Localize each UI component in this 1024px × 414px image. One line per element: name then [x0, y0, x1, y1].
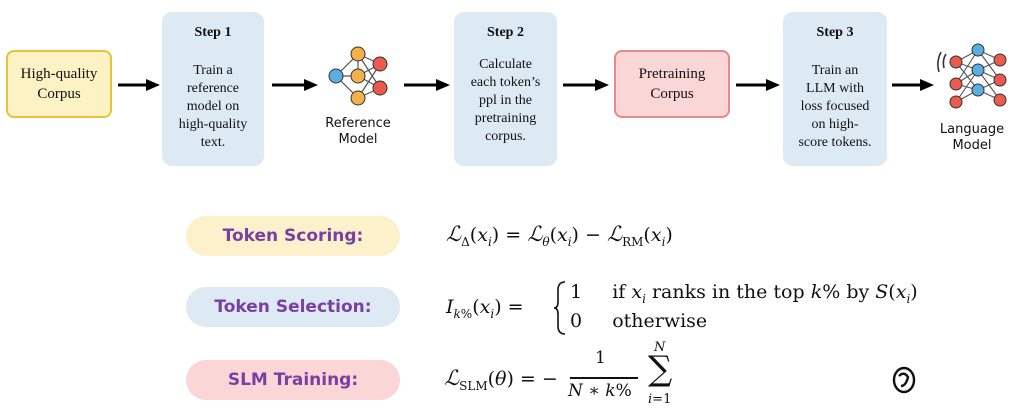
step-2-box: Step 2 Calculate each token’s ppl in the… [454, 12, 557, 166]
token-scoring-pill: Token Scoring: [186, 216, 400, 256]
token-scoring-formula: ℒΔ(xi) = ℒθ(xi) − ℒRM(xi) [446, 222, 673, 249]
high-quality-corpus-box: High-quality Corpus [6, 50, 112, 118]
slm-training-pill: SLM Training: [186, 360, 400, 400]
selection-case-1: 1 if xi ranks in the top k% by S(xi) [570, 281, 918, 306]
token-selection-formula: Ik%(xi) = [446, 296, 524, 321]
cases-brace [553, 281, 566, 335]
slm-training-label: SLM Training: [227, 370, 359, 390]
step-1-title: Step 1 [194, 25, 232, 40]
case-2-text: otherwise [612, 310, 708, 332]
fraction-numerator: 1 [595, 348, 606, 368]
step-3-body: Train an LLM with loss focused on high- … [798, 63, 872, 150]
case-1-value: 1 [570, 281, 583, 303]
fraction-bar [570, 377, 638, 379]
high-quality-corpus-label: High-quality Corpus [20, 66, 98, 102]
arrow-icon [404, 79, 450, 91]
step-3-box: Step 3 Train an LLM with loss focused on… [783, 12, 887, 166]
step-1-box: Step 1 Train a reference model on high-q… [162, 12, 264, 166]
case-1-by: by [846, 281, 870, 303]
pretraining-corpus-box: Pretraining Corpus [614, 50, 730, 118]
language-model-icon [937, 43, 1007, 109]
case-1-text: ranks in the top [651, 281, 805, 303]
step-2-body: Calculate each token’s ppl in the pretra… [470, 57, 541, 144]
step-1-body: Train a reference model on high-quality … [178, 63, 248, 150]
token-selection-pill: Token Selection: [186, 287, 400, 327]
step-3-title: Step 3 [816, 25, 854, 40]
token-scoring-label: Token Scoring: [222, 226, 364, 246]
token-selection-label: Token Selection: [214, 297, 372, 317]
fraction-denominator: N ∗ k% [568, 381, 632, 401]
language-model-label: Language Model [939, 122, 1005, 153]
arrow-icon [892, 79, 934, 91]
slm-training-formula: ℒSLM(θ) = − [444, 366, 558, 393]
arrow-icon [736, 79, 780, 91]
sum-upper-limit: N [654, 340, 666, 355]
case-1-if: if [612, 281, 626, 303]
reference-model-label: Reference Model [325, 116, 391, 147]
arrow-icon [272, 79, 318, 91]
step-2-title: Step 2 [487, 25, 524, 40]
pretraining-corpus-label: Pretraining Corpus [638, 66, 706, 102]
sum-symbol: ∑ [648, 349, 673, 389]
logo-icon [892, 366, 916, 394]
selection-case-2: 0 otherwise [570, 310, 707, 332]
arrow-icon [118, 79, 160, 91]
arrow-icon [563, 79, 609, 91]
sum-lower-limit: i=1 [648, 392, 672, 407]
case-2-value: 0 [570, 310, 583, 332]
reference-model-icon [328, 46, 388, 106]
